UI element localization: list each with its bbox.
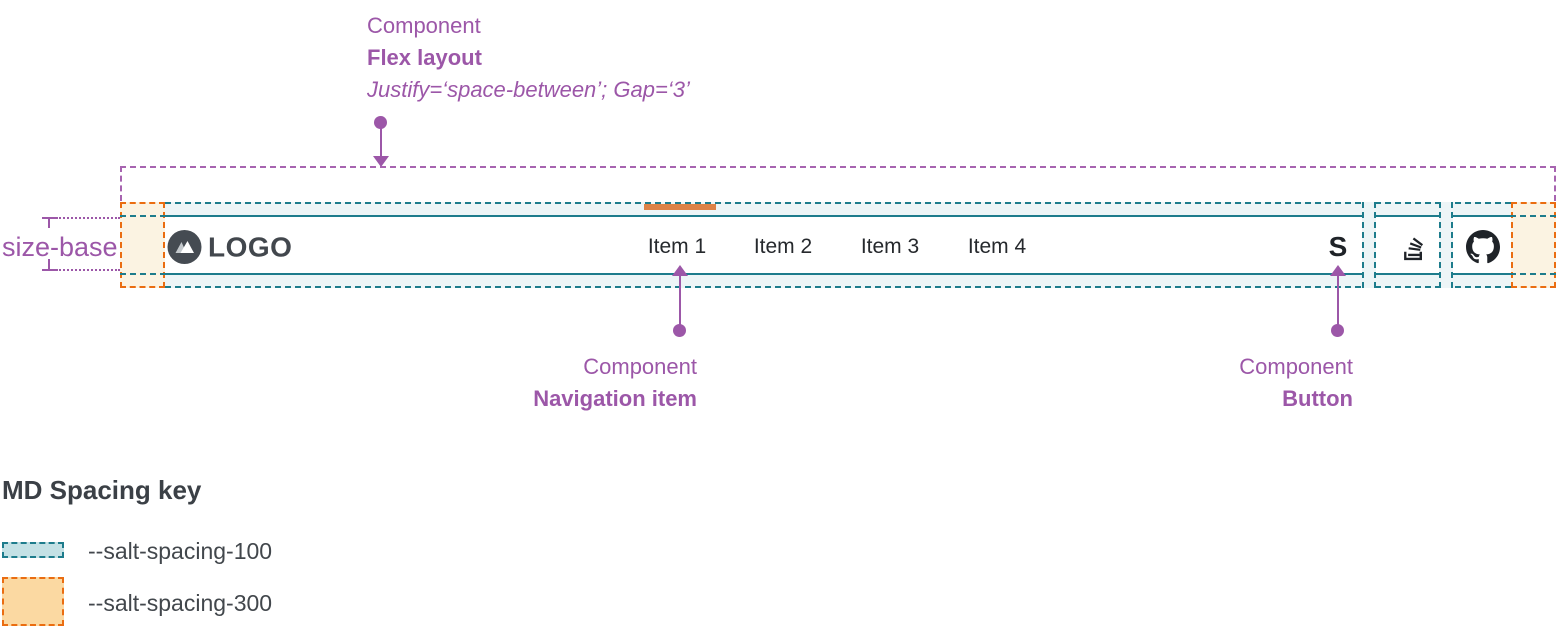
github-icon — [1466, 230, 1500, 264]
flex-annotation-dot — [374, 116, 387, 129]
stackoverflow-button[interactable] — [1398, 232, 1428, 262]
button-annotation-line — [1337, 276, 1339, 326]
logo-text: LOGO — [208, 231, 293, 262]
size-base-dotted-bottom — [56, 269, 120, 271]
size-base-tick-bottom-stem — [48, 259, 50, 270]
size-base-dotted-top — [56, 217, 120, 219]
flex-layout-annotation: Component Flex layout Justify=‘space-bet… — [367, 10, 690, 106]
spacing-100-swatch — [2, 542, 64, 558]
active-item-indicator — [644, 204, 716, 210]
nav-item-2[interactable]: Item 2 — [753, 235, 813, 258]
spacing-100-label: --salt-spacing-100 — [88, 538, 273, 564]
spacing-300-swatch — [2, 577, 64, 626]
stackoverflow-icon — [1398, 232, 1428, 262]
spacing-100-gap-1 — [1362, 202, 1376, 288]
nav-item-4[interactable]: Item 4 — [967, 235, 1027, 258]
nav-item-1[interactable]: Item 1 — [647, 235, 707, 258]
spacing-100-gap-2 — [1439, 202, 1453, 288]
navigation-item-annotation: Component Navigation item — [533, 351, 697, 415]
spacing-key-title: MD Spacing key — [2, 475, 202, 505]
github-button[interactable] — [1466, 230, 1500, 264]
spacing-100-inner-line-bottom — [120, 273, 1556, 275]
spacing-300-label: --salt-spacing-300 — [88, 590, 273, 616]
logo[interactable]: LOGO — [167, 230, 292, 265]
navitem-annotation-dot — [673, 324, 686, 337]
arrow-down-icon — [373, 156, 389, 167]
navitem-annotation-title: Navigation item — [533, 386, 697, 411]
button-annotation: Component Button — [1239, 351, 1353, 415]
button-annotation-title: Button — [1282, 386, 1353, 411]
navitem-annotation-eyebrow: Component — [583, 354, 697, 379]
size-base-label: size-base — [2, 232, 118, 262]
nav-item-3[interactable]: Item 3 — [860, 235, 920, 258]
navigation-bar: LOGO Item 1 Item 2 Item 3 Item 4 S — [120, 202, 1556, 288]
salt-symbol-button[interactable]: S — [1329, 231, 1348, 263]
spacing-100-inner-line-top — [120, 215, 1556, 217]
flex-annotation-line — [380, 127, 382, 158]
salt-s-icon: S — [1328, 231, 1348, 262]
arrow-up-icon — [672, 265, 688, 276]
flex-annotation-title: Flex layout — [367, 45, 482, 70]
button-annotation-eyebrow: Component — [1239, 354, 1353, 379]
spacing-100-strip-bottom — [165, 273, 1511, 288]
size-base-tick-bottom — [42, 269, 56, 271]
size-base-tick-top-stem — [48, 217, 50, 228]
button-annotation-dot — [1331, 324, 1344, 337]
mountain-logo-icon — [167, 230, 202, 265]
flex-annotation-eyebrow: Component — [367, 13, 481, 38]
flex-annotation-detail: Justify=‘space-between’; Gap=‘3’ — [367, 77, 690, 102]
navitem-annotation-line — [679, 276, 681, 326]
arrow-up-icon — [1330, 265, 1346, 276]
